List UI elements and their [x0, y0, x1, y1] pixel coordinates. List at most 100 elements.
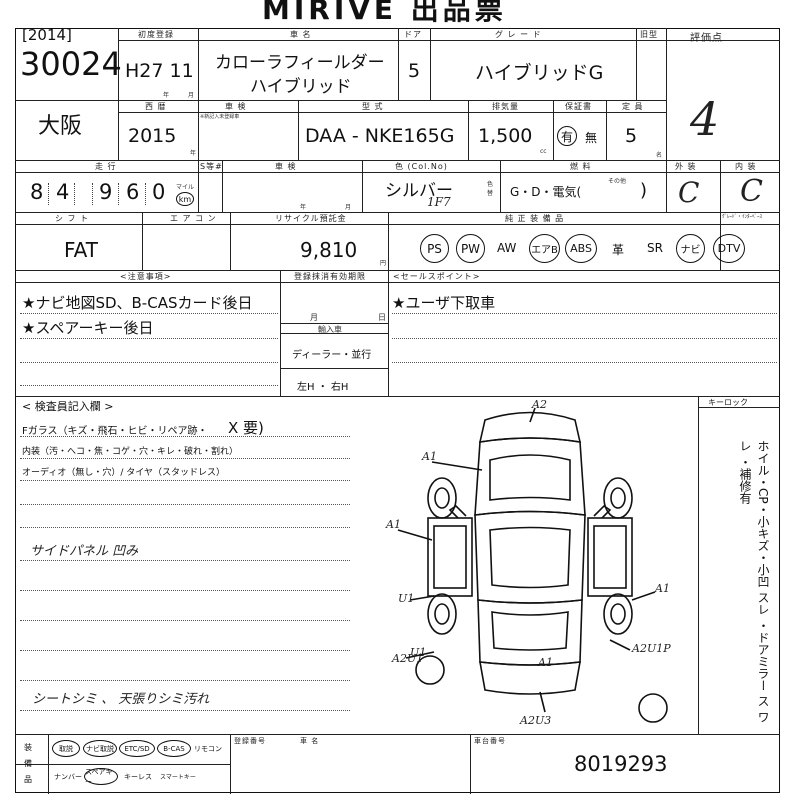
equip-navi: ナビ	[676, 234, 705, 263]
handle-option: 左H ・ 右H	[297, 382, 349, 393]
bottom-left-label: 装備品	[24, 743, 32, 784]
car-name-label: 車 名	[290, 30, 312, 39]
opt-etc: ETC/SD	[119, 740, 155, 757]
opt-manual: 取説	[52, 740, 80, 757]
vertical-note: ホイル・CP・小キズ・小凹 スレ ・ドアミラー ス ワレ ・補修有	[738, 440, 770, 723]
chassis-value: 8019293	[574, 752, 668, 776]
equipment-extra-label: ｸﾞﾚｰﾄﾞ・ｲﾝﾀｰﾍﾞｰｽ	[722, 214, 763, 220]
mark-a2u3: A2U3	[519, 714, 551, 727]
audio-line: オーディオ（無し・穴）/ タイヤ（スタッドレス）	[22, 468, 225, 478]
mileage-digit: 6	[126, 180, 140, 204]
fuel-other: その他	[608, 178, 627, 185]
korei-label: 旧型	[640, 30, 658, 39]
keylock-label: キーロック	[708, 398, 748, 407]
equip-sr: SR	[647, 241, 663, 255]
color-label: 色 (Col.No)	[395, 162, 448, 171]
sales-point-label: <セールスポイント>	[393, 272, 481, 281]
model-year-unit: 年	[190, 150, 197, 157]
grade-value: ハイブリッドG	[475, 62, 604, 84]
first-reg-value: H27 11	[125, 60, 194, 82]
notes-label: <注意事項>	[120, 272, 172, 281]
mark-a1: A1	[537, 656, 553, 669]
reg-day: 日	[378, 313, 386, 322]
mileage-digit: 0	[152, 180, 166, 204]
opt-keyless: キーレス	[124, 773, 152, 781]
opt-number: ナンバー	[54, 773, 82, 781]
shift-label: シ フ ト	[55, 214, 90, 223]
aircon-label: エ ア コ ン	[170, 214, 217, 223]
fglass-line: Fガラス（キズ・飛石・ヒビ・リペア跡・	[22, 426, 208, 437]
opt-spare-key: スペアキー	[84, 768, 118, 786]
mileage-digit: 9	[99, 180, 113, 204]
car-name-line2: ハイブリッド	[250, 77, 352, 97]
capacity-unit: 名	[656, 152, 663, 159]
model-label: 型 式	[362, 102, 384, 111]
first-reg-year-unit: 年	[163, 92, 170, 99]
shaken-year: 年	[300, 204, 307, 211]
form-title: MIRIVE 出品票	[262, 0, 507, 26]
equip-airbag: エアB	[529, 234, 560, 263]
equip-pw: PW	[456, 234, 485, 263]
mark-a2u1: A2U1	[391, 652, 423, 665]
interior-value: C	[740, 174, 763, 209]
capacity-label: 定 員	[622, 102, 644, 111]
handwritten-note-2: シートシミ 、 天張りシミ汚れ	[32, 692, 210, 707]
warranty-yes: 有	[557, 126, 577, 146]
score-label: 評価点	[690, 33, 723, 44]
mark-a1: A1	[654, 582, 670, 595]
opt-remote: リモコン	[194, 745, 222, 753]
reg-number-label: 登録番号	[234, 737, 266, 745]
mark-a1: A1	[385, 518, 401, 531]
fglass-mark: X 要)	[228, 419, 264, 437]
grade-label: グ レ ー ド	[495, 30, 542, 39]
mileage-unit-mile: マイル	[176, 184, 195, 191]
mileage-label: 走 行	[95, 162, 117, 171]
capacity-value: 5	[625, 125, 638, 147]
exterior-label: 外 装	[675, 162, 697, 171]
location: 大阪	[38, 114, 83, 139]
chassis-label: 車台番号	[474, 737, 506, 745]
model-year-value: 2015	[128, 125, 177, 147]
inspector-label: < 検査員記入欄 >	[22, 400, 114, 413]
interior-line: 内装（汚・へコ・焦・コゲ・穴・キレ・破れ・割れ）	[22, 447, 239, 457]
reg-month: 月	[310, 313, 318, 322]
opt-bcas: B-CAS	[157, 740, 191, 757]
handwritten-note-1: サイドパネル 凹み	[30, 544, 139, 559]
model-value: DAA - NKE165G	[305, 125, 455, 147]
dealer-option: ディーラー・並行	[292, 350, 372, 361]
displacement-value: 1,500	[478, 125, 533, 147]
mark-u1: U1	[410, 646, 426, 659]
opt-navi-manual: ナビ取説	[83, 740, 117, 757]
exterior-value: C	[678, 176, 700, 209]
mark-a2u1p: A2U1P	[631, 642, 671, 655]
sales-point-line1: ★ユーザ下取車	[392, 294, 496, 312]
notes-line1: ★ナビ地図SD、B-CASカード後日	[22, 294, 253, 312]
shaken-label: 車 検	[275, 162, 297, 171]
lot-year: [2014]	[22, 26, 72, 44]
equip-leather: 革	[612, 243, 625, 257]
recycle-label: リサイクル預託金	[275, 214, 347, 223]
mark-a2: A2	[531, 400, 547, 411]
displacement-label: 排気量	[492, 102, 519, 111]
mark-a1: A1	[421, 450, 437, 463]
car-damage-diagram: A2 A1 A1 U1 A1 U1 A2U1 A1 A2U1P A2U3	[385, 400, 671, 727]
model-year-label: 西 暦	[145, 102, 167, 111]
equip-dtv: DTV	[713, 234, 745, 263]
equip-aw: AW	[497, 241, 517, 255]
mileage-digit: 8	[30, 180, 44, 204]
fuel-options: G・D・電気(	[510, 185, 582, 199]
bottom-car-name-label: 車 名	[300, 737, 320, 745]
s-mark: S等#	[200, 162, 223, 171]
doors-label: ドア	[404, 30, 422, 39]
lot-number: 30024	[20, 45, 122, 83]
fuel-close: )	[640, 180, 648, 201]
diagram-marks: A2 A1 A1 U1 A1 U1 A2U1 A1 A2U1P A2U3	[385, 400, 671, 727]
score-value: 4	[690, 92, 720, 146]
warranty-label: 保証書	[565, 102, 592, 111]
car-name-line1: カローラフィールダー	[215, 53, 385, 73]
recycle-unit: 円	[380, 260, 387, 267]
shaken-month: 月	[345, 204, 352, 211]
form-frame	[15, 28, 780, 793]
inspection-note: ※新記入未登録車	[200, 114, 240, 120]
equip-abs: ABS	[565, 234, 597, 263]
